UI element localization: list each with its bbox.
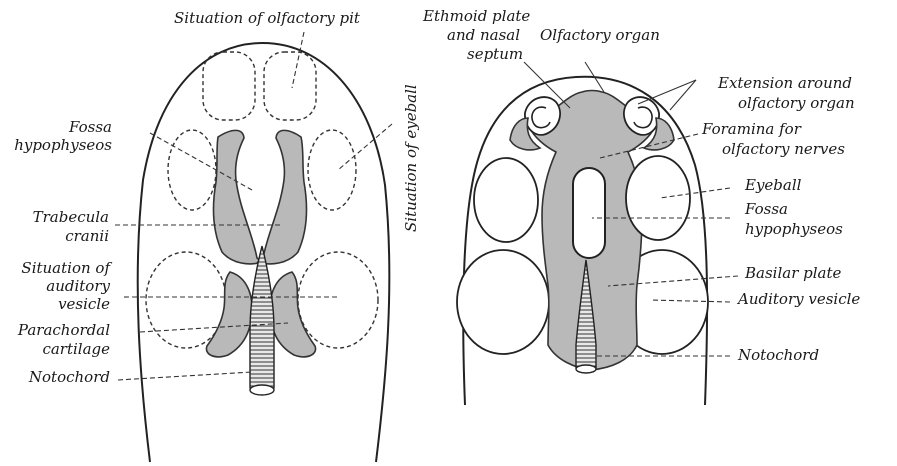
label-fossa-line1: Fossa	[744, 200, 788, 218]
right-trabecula	[258, 130, 306, 264]
left-notochord-end	[250, 385, 274, 395]
fossa-hypophyseos	[573, 168, 605, 258]
left-eyeball-situation	[168, 130, 216, 210]
left-olfactory-pit	[203, 52, 255, 120]
label-auditory-line1: Situation of	[21, 259, 112, 277]
left-auditory-vesicle	[457, 250, 549, 354]
left-figure: Situation of olfactory pit Situation of …	[14, 9, 420, 462]
label-extension-line2: olfactory organ	[738, 94, 855, 112]
label-ethmoid-line3: septum	[467, 45, 523, 63]
label-trabecula-line2: cranii	[65, 227, 109, 245]
label-ethmoid-line2: and nasal	[447, 26, 520, 44]
label-foramina-line1: Foramina for	[701, 120, 802, 138]
leader-notochord	[118, 372, 252, 380]
right-auditory-situation	[298, 252, 378, 348]
label-fossa-line1: Fossa	[68, 118, 112, 136]
leader-extension-1	[638, 80, 696, 104]
right-notochord-end	[576, 365, 596, 373]
left-trabecula	[214, 130, 262, 264]
label-eyeball: Eyeball	[744, 176, 802, 194]
label-parachordal-line1: Parachordal	[17, 321, 110, 339]
leader-olfactory-pit	[292, 32, 304, 88]
left-auditory-situation	[146, 252, 226, 348]
label-parachordal-line2: cartilage	[42, 340, 110, 358]
label-fossa-line2: hypophyseos	[745, 220, 843, 238]
leader-eyeball	[338, 124, 392, 170]
right-eyeball	[626, 156, 690, 240]
right-parachordal-cartilage	[270, 272, 316, 357]
label-situation-of-eyeball: Situation of eyeball	[402, 84, 420, 232]
label-fossa-line2: hypophyseos	[14, 136, 112, 154]
label-notochord-left: Notochord	[28, 368, 110, 386]
left-notochord	[250, 246, 274, 393]
right-eyeball-situation	[308, 130, 356, 210]
label-trabecula-line1: Trabecula	[33, 208, 109, 226]
left-parachordal-cartilage	[206, 272, 252, 357]
label-notochord-right: Notochord	[737, 346, 819, 364]
label-ethmoid-line1: Ethmoid plate	[422, 7, 530, 25]
right-olfactory-pit	[264, 52, 316, 120]
label-extension-line1: Extension around	[717, 74, 852, 92]
label-olfactory-organ: Olfactory organ	[540, 26, 660, 44]
label-auditory-line2: auditory	[46, 277, 110, 295]
label-auditory-line3: vesicle	[58, 295, 110, 313]
right-figure: Ethmoid plate and nasal septum Olfactory…	[422, 7, 860, 405]
label-olfactory-pit: Situation of olfactory pit	[174, 9, 361, 27]
label-foramina-line2: olfactory nerves	[722, 140, 845, 158]
label-basilar-plate: Basilar plate	[744, 264, 842, 282]
left-eyeball	[474, 158, 538, 242]
label-auditory-vesicle: Auditory vesicle	[736, 290, 860, 308]
leader-extension-2	[670, 80, 696, 110]
